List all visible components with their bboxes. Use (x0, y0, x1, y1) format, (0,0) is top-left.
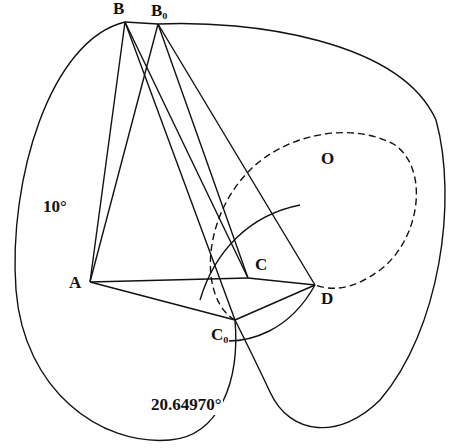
link (125, 22, 235, 320)
point-label: A (68, 274, 82, 293)
point-label: B (112, 0, 125, 19)
link (235, 285, 315, 320)
link (125, 22, 248, 278)
link (90, 278, 248, 282)
coupler-curve (15, 22, 236, 440)
circle-arc (200, 205, 300, 300)
link (248, 278, 315, 285)
point-label: C₀ (210, 326, 229, 345)
point-label: O (320, 150, 335, 169)
circle-arc (215, 285, 315, 341)
link (90, 22, 125, 282)
coupler-curve (210, 133, 416, 320)
link (158, 24, 315, 285)
link (90, 282, 235, 320)
link (90, 24, 158, 282)
link (125, 22, 158, 24)
point-label: B₀ (150, 2, 168, 21)
point-label: D (320, 290, 334, 309)
coupler-curve (158, 24, 445, 428)
point-label: C (254, 256, 268, 275)
point-label: 20.64970° (150, 396, 223, 415)
point-label: 10° (42, 198, 68, 217)
